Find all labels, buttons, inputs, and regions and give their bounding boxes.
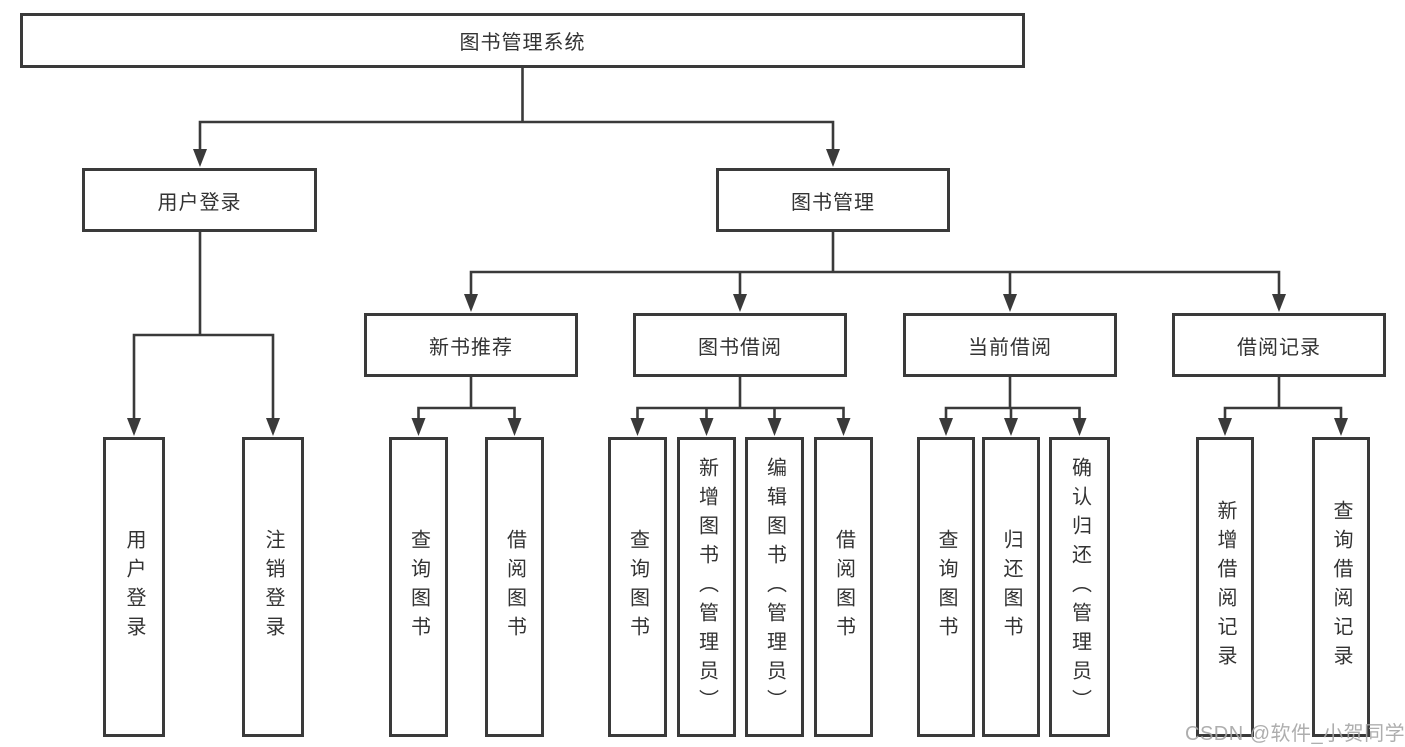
arrow-down-icon: [1334, 418, 1348, 436]
node-user-login: 用户登录: [82, 168, 317, 232]
arrow-down-icon: [939, 418, 953, 436]
node-label: 图书借阅: [698, 336, 782, 359]
arrow-down-icon: [193, 149, 207, 167]
connector: [198, 120, 835, 151]
node-query-books-current: 查询图书: [917, 437, 975, 737]
node-label: 新增图书（管理员）: [695, 456, 718, 718]
node-return-books: 归还图书: [982, 437, 1040, 737]
arrow-down-icon: [266, 418, 280, 436]
arrow-down-icon: [1218, 418, 1232, 436]
node-label: 借阅记录: [1237, 336, 1321, 359]
node-new-book-recommendation: 新书推荐: [364, 313, 578, 377]
node-logout: 注销登录: [242, 437, 304, 737]
node-add-books-admin: 新增图书（管理员）: [677, 437, 736, 737]
node-query-books-recommend: 查询图书: [389, 437, 448, 737]
node-current-borrowing: 当前借阅: [903, 313, 1117, 377]
connector: [417, 406, 516, 419]
connector: [1223, 406, 1343, 419]
node-confirm-return-admin: 确认归还（管理员）: [1049, 437, 1110, 737]
arrow-down-icon: [1072, 418, 1087, 436]
connector: [636, 406, 845, 419]
node-label: 确认归还（管理员）: [1068, 456, 1091, 718]
node-library-management-system: 图书管理系统: [20, 13, 1025, 68]
node-label: 归还图书: [1000, 529, 1022, 645]
arrow-down-icon: [507, 418, 522, 436]
connector: [944, 406, 1081, 419]
node-label: 借阅图书: [503, 529, 526, 645]
arrow-down-icon: [1003, 294, 1017, 312]
arrow-down-icon: [699, 418, 714, 436]
node-label: 查询借阅记录: [1330, 500, 1352, 674]
node-label: 新书推荐: [429, 336, 513, 359]
node-label: 查询图书: [935, 529, 957, 645]
node-book-management: 图书管理: [716, 168, 950, 232]
node-book-borrowing: 图书借阅: [633, 313, 847, 377]
node-label: 查询图书: [407, 529, 430, 645]
node-label: 图书管理: [791, 191, 875, 214]
arrow-down-icon: [836, 418, 851, 436]
arrow-down-icon: [733, 294, 747, 312]
arrow-down-icon: [127, 418, 141, 436]
node-user-login-leaf: 用户登录: [103, 437, 165, 737]
arrow-down-icon: [1004, 418, 1018, 436]
connector: [469, 270, 1281, 296]
node-label: 新增借阅记录: [1214, 500, 1236, 674]
node-label: 当前借阅: [968, 336, 1052, 359]
arrow-down-icon: [630, 418, 645, 436]
arrow-down-icon: [464, 294, 478, 312]
node-edit-books-admin: 编辑图书（管理员）: [745, 437, 804, 737]
node-query-borrow-record: 查询借阅记录: [1312, 437, 1370, 737]
csdn-watermark: CSDN @软件_小贺同学: [1185, 723, 1405, 745]
node-add-borrow-record: 新增借阅记录: [1196, 437, 1254, 737]
node-query-books-borrowing: 查询图书: [608, 437, 667, 737]
node-borrow-books-recommend: 借阅图书: [485, 437, 544, 737]
arrow-down-icon: [1272, 294, 1286, 312]
arrow-down-icon: [767, 418, 782, 436]
node-label: 用户登录: [123, 529, 145, 645]
arrow-down-icon: [826, 149, 840, 167]
node-borrowing-records: 借阅记录: [1172, 313, 1386, 377]
node-label: 用户登录: [157, 191, 242, 214]
arrow-down-icon: [411, 418, 426, 436]
node-label: 图书管理系统: [459, 32, 586, 54]
node-label: 编辑图书（管理员）: [763, 456, 786, 718]
connector: [132, 333, 275, 419]
node-label: 借阅图书: [832, 529, 855, 645]
node-borrow-books-borrowing: 借阅图书: [814, 437, 873, 737]
node-label: 注销登录: [262, 529, 284, 645]
node-label: 查询图书: [626, 529, 649, 645]
